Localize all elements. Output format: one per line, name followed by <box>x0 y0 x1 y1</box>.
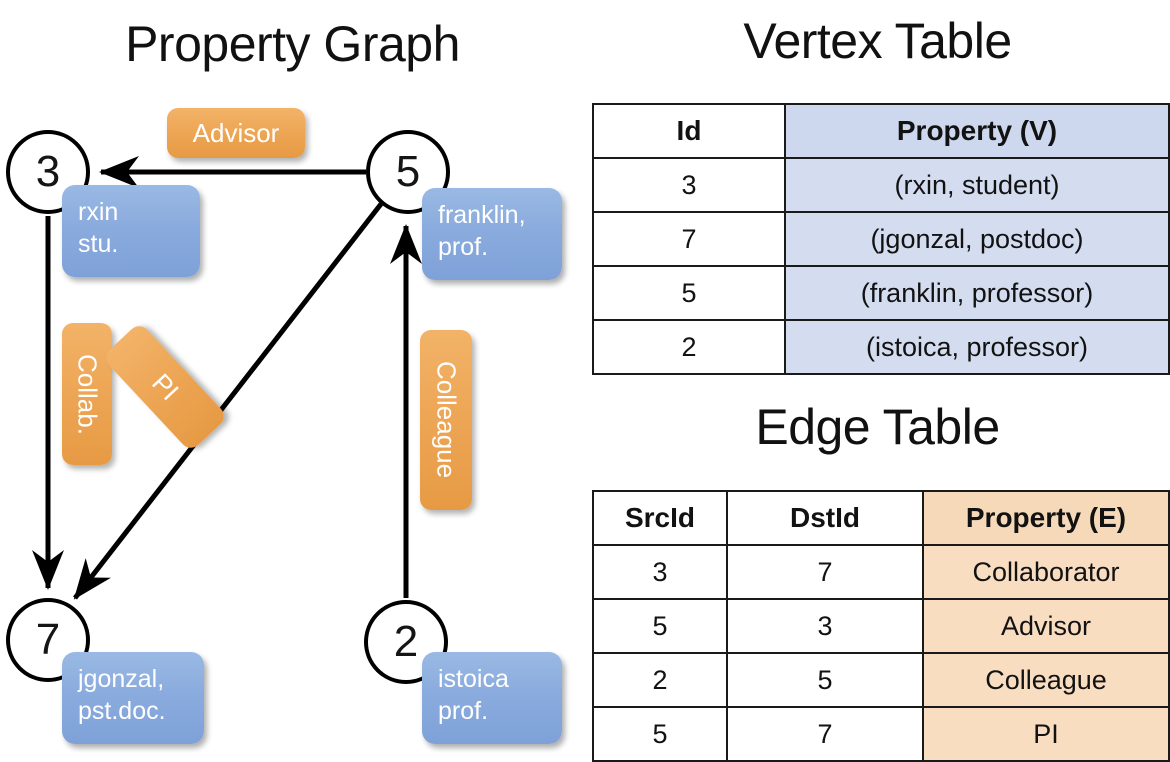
edge-label-advisor: Advisor <box>167 108 305 158</box>
edge-label-colleague-text: Colleague <box>431 361 462 479</box>
table-row: 3 (rxin, student) <box>592 157 1170 213</box>
graph-node-5[interactable]: 5 <box>366 130 450 214</box>
edge-pi-5-to-7 <box>73 202 383 600</box>
table-row: 7 (jgonzal, postdoc) <box>592 211 1170 267</box>
edge-cell-srcid: 2 <box>592 652 728 708</box>
vertex-cell-id: 2 <box>592 319 786 375</box>
edge-cell-srcid: 5 <box>592 706 728 762</box>
vertex-cell-id: 5 <box>592 265 786 321</box>
edge-label-colleague: Colleague <box>420 330 472 510</box>
edge-table: SrcId DstId Property (E) 3 7 Collaborato… <box>592 490 1170 762</box>
edge-label-collab: Collab. <box>62 323 112 465</box>
edge-cell-srcid: 5 <box>592 598 728 654</box>
table-row: 5 7 PI <box>592 706 1170 762</box>
graph-node-2[interactable]: 2 <box>364 600 448 684</box>
section-title-vertex-table: Vertex Table <box>743 13 1012 69</box>
page-title-property-graph: Property Graph <box>125 16 460 72</box>
vertex-table: Id Property (V) 3 (rxin, student) 7 (jgo… <box>592 103 1170 375</box>
edge-cell-dstid: 3 <box>726 598 924 654</box>
edge-label-pi-text: PI <box>146 367 185 406</box>
node-property-box-rxin: rxin stu. <box>62 185 200 277</box>
edge-cell-property: PI <box>922 706 1170 762</box>
table-row: 5 (franklin, professor) <box>592 265 1170 321</box>
node-property-box-istoica: istoica prof. <box>422 652 562 744</box>
node-property-box-franklin: franklin, prof. <box>422 188 562 280</box>
table-row: 2 (istoica, professor) <box>592 319 1170 375</box>
table-row: 2 5 Colleague <box>592 652 1170 708</box>
property-graph-diagram: 3 5 7 2 rxin stu. franklin, prof. jgonza… <box>0 0 585 760</box>
edge-table-header-row: SrcId DstId Property (E) <box>592 490 1170 546</box>
edge-cell-property: Collaborator <box>922 544 1170 600</box>
vertex-table-header-id: Id <box>592 103 786 159</box>
vertex-table-header-property: Property (V) <box>784 103 1170 159</box>
vertex-cell-property: (rxin, student) <box>784 157 1170 213</box>
edge-table-header-dstid: DstId <box>726 490 924 546</box>
vertex-table-header-row: Id Property (V) <box>592 103 1170 159</box>
edge-table-header-srcid: SrcId <box>592 490 728 546</box>
edge-table-header-property: Property (E) <box>922 490 1170 546</box>
edge-cell-dstid: 5 <box>726 652 924 708</box>
vertex-cell-property: (franklin, professor) <box>784 265 1170 321</box>
table-row: 5 3 Advisor <box>592 598 1170 654</box>
edge-label-collab-text: Collab. <box>72 353 103 435</box>
edge-cell-property: Colleague <box>922 652 1170 708</box>
edge-cell-property: Advisor <box>922 598 1170 654</box>
edge-label-advisor-text: Advisor <box>192 117 280 148</box>
vertex-cell-property: (jgonzal, postdoc) <box>784 211 1170 267</box>
node-property-box-jgonzal: jgonzal, pst.doc. <box>62 652 204 744</box>
edge-cell-srcid: 3 <box>592 544 728 600</box>
edge-cell-dstid: 7 <box>726 544 924 600</box>
vertex-cell-id: 7 <box>592 211 786 267</box>
vertex-cell-property: (istoica, professor) <box>784 319 1170 375</box>
graph-edges-svg <box>32 156 422 600</box>
vertex-cell-id: 3 <box>592 157 786 213</box>
table-row: 3 7 Collaborator <box>592 544 1170 600</box>
section-title-edge-table: Edge Table <box>755 399 1000 455</box>
edge-cell-dstid: 7 <box>726 706 924 762</box>
